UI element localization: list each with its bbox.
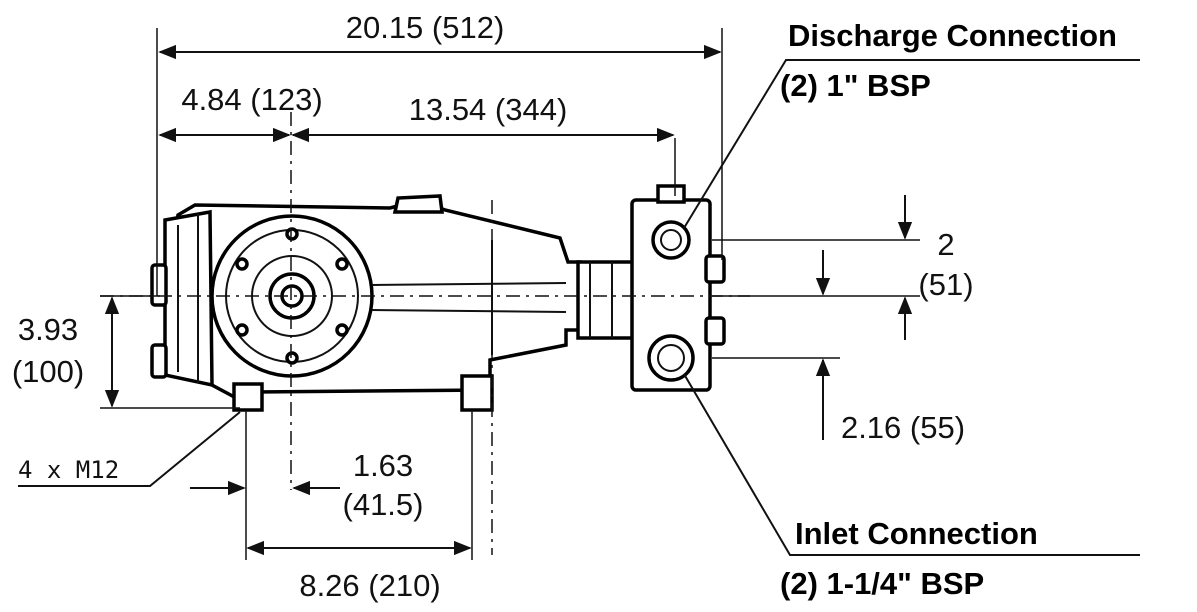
discharge-size: (2) 1" BSP <box>780 68 931 103</box>
rear-to-shaft-label: 4.84 (123) <box>181 82 322 117</box>
connection-labels: Discharge Connection (2) 1" BSP Inlet Co… <box>780 18 1117 601</box>
rear-cover <box>163 209 214 388</box>
inlet-title: Inlet Connection <box>795 516 1038 551</box>
inlet-port <box>647 334 695 382</box>
inlet-size: (2) 1-1/4" BSP <box>780 566 984 601</box>
rear-bolt-upper <box>150 263 168 307</box>
manifold-plug <box>656 184 686 204</box>
center-lines <box>100 112 750 555</box>
extension-lines <box>100 28 920 560</box>
discharge-port <box>651 220 691 260</box>
port-spacing-mm-label: (51) <box>918 267 973 302</box>
rear-bolt-lower <box>150 343 168 379</box>
inlet-offset-label: 2.16 (55) <box>841 410 965 445</box>
shaft-height-mm-label: (100) <box>12 354 84 389</box>
plunger-housing <box>576 260 636 340</box>
mounting-foot-right <box>460 374 494 412</box>
port-spacing-in-label: 2 <box>937 227 954 262</box>
mount-offset-in-label: 1.63 <box>353 448 413 483</box>
shaft-to-manifold-label: 13.54 (344) <box>409 92 568 127</box>
oil-cap <box>392 194 444 214</box>
discharge-title: Discharge Connection <box>788 18 1117 53</box>
mount-offset-mm-label: (41.5) <box>343 487 424 522</box>
bolt-spec-label: 4 x M12 <box>18 456 119 484</box>
mounting-foot-left <box>232 382 264 412</box>
dimension-lines <box>18 44 1140 556</box>
overall-length-label: 20.15 (512) <box>346 10 505 45</box>
pump-body <box>150 184 726 412</box>
dimension-labels: 20.15 (512) 4.84 (123) 13.54 (344) 3.93 … <box>12 10 974 603</box>
shaft-height-in-label: 3.93 <box>18 312 78 347</box>
mount-spacing-label: 8.26 (210) <box>299 568 440 603</box>
